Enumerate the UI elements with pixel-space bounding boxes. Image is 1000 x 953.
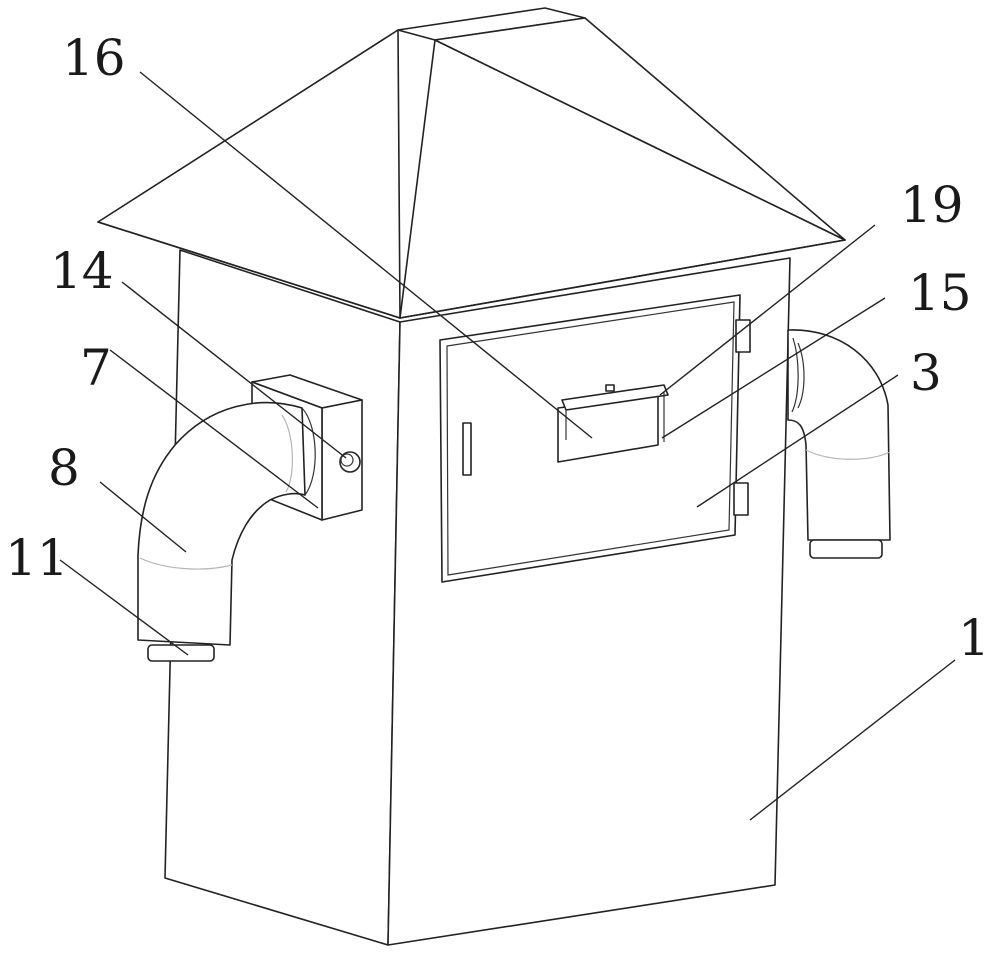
- label-14: 14: [50, 242, 114, 300]
- door-hinge-bottom: [733, 482, 749, 516]
- label-16: 16: [62, 29, 126, 87]
- label-7: 7: [80, 339, 112, 397]
- label-1: 1: [958, 609, 990, 667]
- roof-right-panel: [434, 17, 846, 241]
- roof: [97, 7, 846, 319]
- window-panel: [557, 384, 669, 463]
- label-11: 11: [5, 529, 69, 587]
- label-3: 3: [910, 344, 942, 402]
- reference-numerals: 16 14 7 8 11 19 15 3 1: [5, 29, 990, 667]
- label-19: 19: [900, 176, 964, 234]
- right-elbow-pipe: [787, 329, 891, 559]
- label-15: 15: [908, 264, 972, 322]
- door-handle: [462, 422, 472, 476]
- left-fan-assembly: [137, 374, 363, 662]
- leader-lines: [59, 71, 956, 821]
- label-8: 8: [48, 439, 80, 497]
- window-cover: [561, 384, 669, 411]
- door-hinge-top: [735, 319, 751, 353]
